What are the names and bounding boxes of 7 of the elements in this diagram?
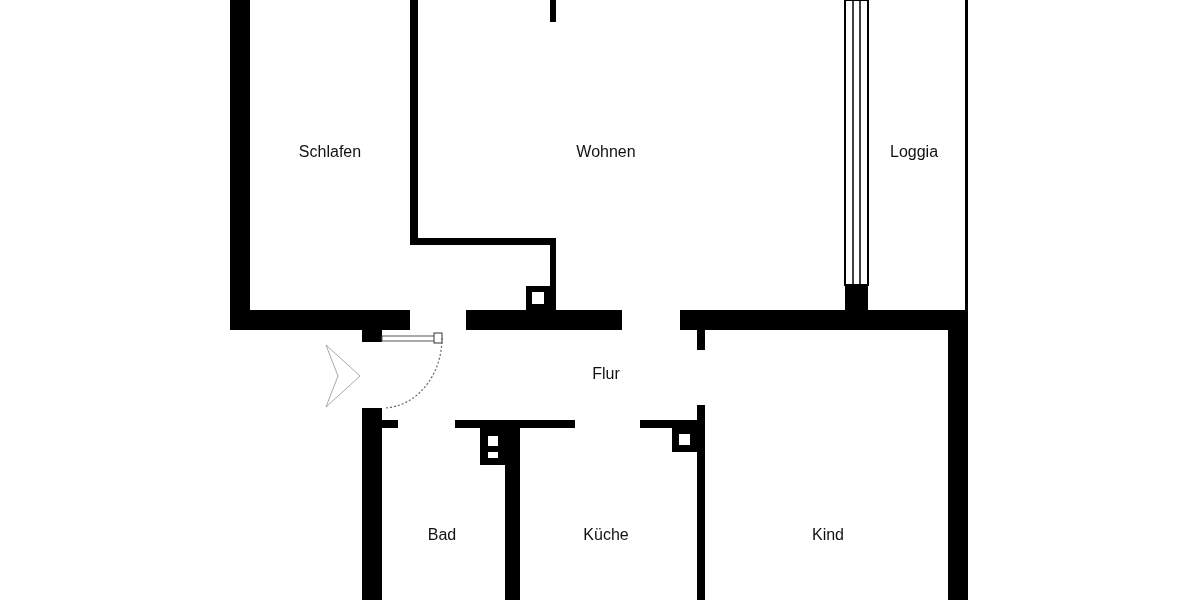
room-label: Flur — [592, 365, 620, 383]
room-label: Küche — [583, 526, 629, 544]
room-label: Loggia — [890, 143, 938, 161]
room-label: Bad — [427, 526, 457, 544]
room-label: Kind — [812, 526, 844, 544]
room-label: Schlafen — [298, 143, 362, 161]
room-label: Wohnen — [576, 143, 636, 161]
